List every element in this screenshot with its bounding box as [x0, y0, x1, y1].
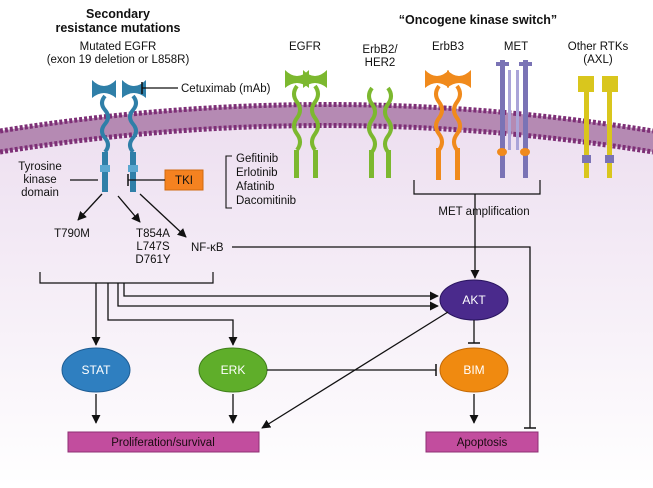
left-title-line2: resistance mutations	[55, 21, 180, 35]
arrow-to-mutation-group	[117, 195, 141, 223]
stat-label: STAT	[82, 363, 112, 377]
cetuximab-label: Cetuximab (mAb)	[181, 83, 271, 95]
tki-drug-2: Erlotinib	[236, 167, 278, 179]
akt-label: AKT	[462, 293, 486, 307]
mutation-l747s: L747S	[136, 241, 170, 253]
tki-drug-1: Gefitinib	[236, 153, 278, 165]
nfkb-to-apoptosis-line	[232, 246, 531, 428]
met-receptor	[496, 60, 532, 178]
erbb2-label-line2: HER2	[365, 57, 396, 69]
cell-membrane	[0, 102, 653, 155]
met-amplification-label: MET amplification	[438, 206, 529, 218]
mutation-t854a: T854A	[136, 228, 170, 240]
mutation-d761y: D761Y	[135, 254, 170, 266]
mutations-bracket	[39, 272, 214, 284]
nfkb-label: NF-κB	[191, 242, 224, 254]
met-label: MET	[504, 41, 528, 53]
egfr-receptor	[285, 70, 327, 178]
arrow-to-nfkb	[139, 193, 187, 238]
cytoplasm-region	[0, 122, 653, 488]
apoptosis-box	[425, 431, 539, 453]
bim-node	[439, 347, 509, 393]
apoptosis-label: Apoptosis	[457, 437, 508, 449]
tk-domain-label-line2: kinase	[23, 174, 56, 186]
mutated-egfr-label-line2: (exon 19 deletion or L858R)	[47, 54, 190, 66]
erbb3-label: ErbB3	[432, 41, 464, 53]
arrow-akt-to-proliferation	[261, 311, 449, 429]
bim-label: BIM	[463, 363, 484, 377]
tk-domain-label-line1: Tyrosine	[18, 161, 61, 173]
tki-label: TKI	[175, 175, 193, 187]
proliferation-box	[67, 431, 260, 453]
tki-drug-3: Afatinib	[236, 181, 274, 193]
arrow-to-akt-upper	[123, 283, 439, 301]
mutated-egfr-label-line1: Mutated EGFR	[80, 41, 157, 53]
erbb2-receptor	[367, 86, 393, 178]
erbb2-label-line1: ErbB2/	[362, 44, 398, 56]
arrow-to-akt-lower	[117, 283, 439, 311]
axl-receptor	[578, 76, 618, 178]
tki-drug-bracket	[225, 155, 232, 209]
met-bracket	[413, 180, 541, 195]
other-rtks-label-line2: (AXL)	[583, 54, 613, 66]
arrow-to-t790m	[77, 193, 103, 221]
tki-drug-4: Dacomitinib	[236, 195, 296, 207]
stat-node	[61, 347, 131, 393]
arrow-to-erk	[107, 283, 238, 346]
erk-label: ERK	[221, 363, 246, 377]
right-title: “Oncogene kinase switch”	[399, 13, 557, 27]
erbb3-receptor	[425, 70, 471, 180]
left-title-line1: Secondary	[86, 7, 150, 21]
mutation-t790m: T790M	[54, 228, 90, 240]
proliferation-label: Proliferation/survival	[111, 437, 215, 449]
tk-domain-label-line3: domain	[21, 187, 59, 199]
mutated-egfr-receptor	[92, 80, 146, 192]
egfr-label: EGFR	[289, 41, 321, 53]
other-rtks-label-line1: Other RTKs	[568, 41, 629, 53]
